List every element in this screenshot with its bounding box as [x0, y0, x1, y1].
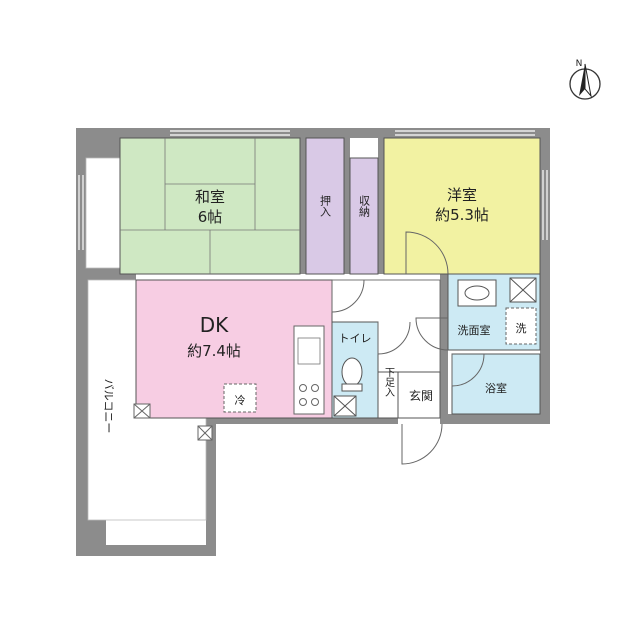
genkan: 玄関: [397, 371, 443, 465]
shuno-label: 収納: [358, 195, 371, 218]
closet-shuno: 収納: [349, 157, 379, 275]
balcony-label: バルコニー: [102, 379, 115, 434]
yokushitsu-label: 浴室: [485, 381, 507, 395]
genkan-label: 玄関: [409, 388, 433, 403]
toilet-label: トイレ: [339, 332, 372, 345]
dk-name: DK: [200, 313, 229, 337]
vent-box: [197, 425, 213, 441]
windows: [78, 130, 548, 250]
youshitsu-name: 洋室: [447, 186, 477, 204]
getabako-label: 下足入: [383, 367, 395, 397]
room-dk: DK 約7.4帖 冷: [133, 279, 365, 419]
room-toilet: トイレ: [331, 321, 411, 419]
compass-north-label: N: [576, 59, 583, 69]
youshitsu-size: 約5.3帖: [435, 206, 489, 224]
dk-size: 約7.4帖: [187, 342, 241, 360]
room-senmenshitsu: 洗 洗面室: [415, 273, 541, 351]
senmenshitsu-label: 洗面室: [458, 323, 491, 337]
oshiire-label: 押入: [319, 194, 332, 217]
room-youshitsu: 洋室 約5.3帖: [383, 137, 541, 275]
closet-oshiire: 押入: [305, 137, 345, 275]
washitsu-size: 6帖: [198, 208, 223, 226]
washitsu-name: 和室: [195, 188, 225, 206]
room-yokushitsu: 浴室: [451, 353, 541, 415]
north-compass: N: [569, 59, 601, 100]
sentaku-label: 洗: [516, 322, 527, 335]
room-washitsu: 和室 6帖: [119, 137, 301, 275]
getabako: 下足入: [377, 367, 399, 419]
reizoko-label: 冷: [235, 394, 246, 407]
